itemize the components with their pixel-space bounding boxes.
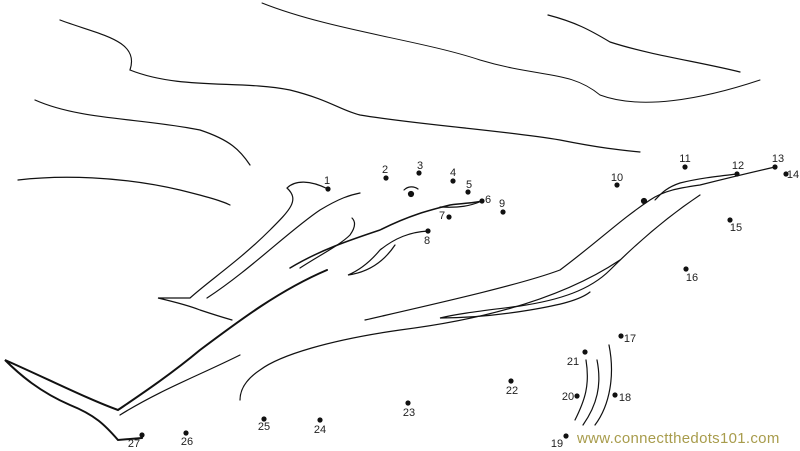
dot-label-13: 13 — [772, 153, 784, 165]
dolphin-outline — [439, 200, 483, 208]
dot-3 — [416, 170, 422, 176]
dot-10 — [614, 182, 620, 188]
water-line — [261, 2, 761, 103]
water-line — [17, 176, 231, 206]
dot-label-27: 27 — [128, 438, 140, 450]
dot-17 — [618, 333, 624, 339]
watermark: www.connectthedots101.com — [577, 430, 780, 447]
dot-label-7: 7 — [439, 210, 445, 222]
dot-2 — [383, 175, 389, 181]
dot-26 — [183, 430, 189, 436]
dot-label-14: 14 — [787, 169, 799, 181]
dot-label-4: 4 — [450, 167, 456, 179]
dolphin-outline — [289, 200, 483, 269]
dolphin-outline — [239, 259, 621, 401]
dot-27 — [139, 432, 145, 438]
water-line — [59, 19, 641, 153]
dot-label-21: 21 — [567, 356, 579, 368]
dot-6 — [479, 198, 485, 204]
dot-14 — [783, 171, 789, 177]
dot-label-25: 25 — [258, 421, 270, 433]
dot-label-1: 1 — [324, 175, 330, 187]
dolphin-outline — [4, 269, 328, 442]
dolphin-outline — [119, 354, 241, 416]
dot-label-24: 24 — [314, 424, 326, 436]
dot-label-6: 6 — [485, 194, 491, 206]
dot-21 — [582, 349, 588, 355]
dot-label-2: 2 — [382, 164, 388, 176]
outline-strokes — [4, 2, 776, 442]
dot-label-11: 11 — [679, 153, 690, 165]
dolphin-outline — [206, 192, 361, 299]
dot-1 — [325, 186, 331, 192]
dolphin-eye-pupil — [407, 190, 415, 198]
dot-label-3: 3 — [417, 160, 423, 172]
flipper-outline — [574, 359, 588, 421]
dot-label-5: 5 — [466, 179, 472, 191]
dolphin-eye-pupil — [640, 197, 648, 205]
dolphin-outline — [299, 217, 356, 269]
dot-25 — [261, 416, 267, 422]
dot-18 — [612, 392, 618, 398]
dolphin-outline — [654, 173, 738, 201]
dot-15 — [727, 217, 733, 223]
water-line — [34, 99, 251, 166]
dolphin-outline — [364, 166, 776, 321]
water-line — [547, 14, 741, 73]
dot-label-12: 12 — [732, 160, 744, 172]
dot-13 — [772, 164, 778, 170]
dolphin-eye — [403, 186, 419, 191]
dot-label-10: 10 — [611, 172, 623, 184]
dot-19 — [563, 433, 569, 439]
dot-23 — [405, 400, 411, 406]
dot-4 — [450, 178, 456, 184]
dot-label-16: 16 — [686, 272, 698, 284]
dot-label-17: 17 — [624, 333, 636, 345]
dolphin-outline — [347, 230, 429, 276]
dot-22 — [508, 378, 514, 384]
dolphin-outline — [439, 194, 701, 319]
dot-11 — [682, 164, 688, 170]
dot-20 — [574, 393, 580, 399]
dot-label-15: 15 — [730, 222, 742, 234]
dot-5 — [465, 189, 471, 195]
dot-7 — [446, 214, 452, 220]
dot-label-20: 20 — [562, 391, 574, 403]
dot-label-23: 23 — [403, 407, 415, 419]
dot-16 — [683, 266, 689, 272]
dot-label-18: 18 — [619, 392, 631, 404]
dolphin-outline — [157, 181, 329, 321]
dot-label-26: 26 — [181, 436, 193, 448]
dot-label-19: 19 — [551, 438, 563, 450]
dot-9 — [500, 209, 506, 215]
dot-label-8: 8 — [424, 235, 430, 247]
dot-8 — [425, 228, 431, 234]
dot-label-9: 9 — [499, 198, 505, 210]
flipper-outline — [582, 359, 600, 426]
dot-24 — [317, 417, 323, 423]
flipper-outline — [594, 344, 613, 426]
dot-12 — [734, 171, 740, 177]
dot-label-22: 22 — [506, 385, 518, 397]
